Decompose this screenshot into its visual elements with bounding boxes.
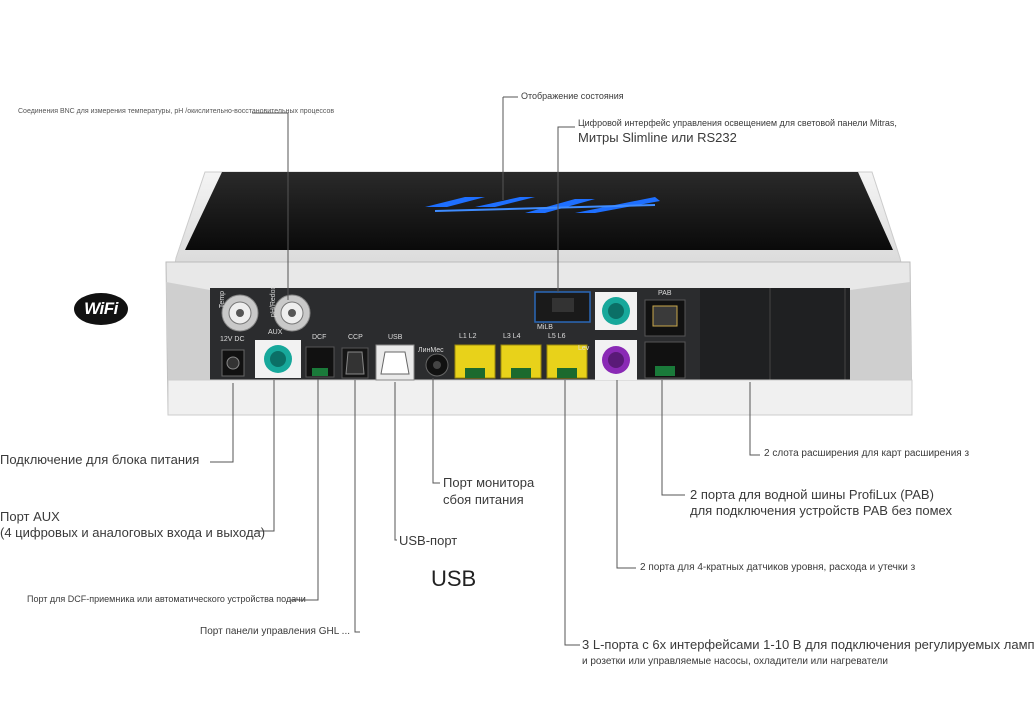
- label-digital-line1: Цифровой интерфейс управления освещением…: [578, 118, 897, 128]
- bnc-ph-connector: [273, 294, 311, 332]
- port-label-pab: PAB: [658, 290, 672, 297]
- dcf-port: [305, 346, 335, 378]
- label-usb-big: USB: [431, 566, 477, 591]
- power-fail-jack: [425, 353, 449, 377]
- port-label-l12: L1 L2: [459, 333, 477, 340]
- l-port-34: [500, 344, 542, 379]
- port-label-temp: Temp: [219, 290, 227, 309]
- dc-power-jack: [221, 349, 245, 377]
- label-lports-line1: 3 L-порта с 6х интерфейсами 1-10 В для п…: [582, 637, 1035, 652]
- label-power: Подключение для блока питания: [0, 452, 200, 467]
- label-monitor-line2: сбоя питания: [443, 492, 524, 507]
- port-label-usb: USB: [388, 334, 403, 341]
- port-label-l56: L5 L6: [548, 333, 566, 340]
- l-port-12: [454, 344, 496, 379]
- ccp-port: [341, 347, 369, 379]
- pab-port-1: [644, 299, 686, 337]
- label-status: Отображение состояния: [521, 91, 624, 101]
- label-aux-line2: (4 цифровых и аналоговых входа и выхода): [0, 525, 266, 540]
- leader-lines: [210, 96, 760, 646]
- label-usb-port: USB-порт: [399, 533, 458, 548]
- port-label-aux: AUX: [268, 329, 283, 336]
- milb-port: [534, 291, 591, 323]
- label-digital-line2: Митры Slimline или RS232: [578, 130, 737, 145]
- label-slots: 2 слота расширения для карт расширения з: [764, 448, 970, 459]
- label-monitor-line1: Порт монитора: [443, 475, 535, 490]
- port-label-dc: 12V DC: [220, 336, 245, 343]
- label-aux-line1: Порт AUX: [0, 509, 60, 524]
- label-pab-line2: для подключения устройств PAB без помех: [690, 503, 952, 518]
- label-lports-line2: и розетки или управляемые насосы, охлади…: [582, 656, 888, 667]
- label-ghl-panel: Порт панели управления GHL ...: [200, 626, 350, 637]
- port-label-l34: L3 L4: [503, 333, 521, 340]
- l-port-56: [546, 344, 588, 379]
- port-label-dcf: DCF: [312, 334, 327, 341]
- ghl-logo: [425, 197, 660, 213]
- port-label-ccp: CCP: [348, 334, 363, 341]
- label-pab-line1: 2 порта для водной шины ProfiLux (PAB): [690, 487, 934, 502]
- level-port-purple: [595, 340, 637, 380]
- aux-port: [255, 340, 301, 378]
- port-label-lev: Lev: [578, 345, 590, 352]
- port-label-pfail: ЛинМес: [418, 347, 444, 354]
- label-dcf: Порт для DCF-приемника или автоматическо…: [27, 594, 306, 604]
- bnc-temp-connector: [221, 294, 259, 332]
- pab-port-2: [644, 341, 686, 379]
- level-port-teal: [595, 292, 637, 330]
- label-bnc: Соединения BNC для измерения температуры…: [18, 108, 335, 115]
- port-label-ph: pH/Redox: [270, 285, 278, 318]
- usb-b-port: [375, 344, 415, 381]
- label-sensors: 2 порта для 4-кратных датчиков уровня, р…: [640, 562, 916, 573]
- wifi-badge-icon: WiFi: [74, 293, 128, 325]
- port-label-milb: MiLB: [537, 324, 553, 331]
